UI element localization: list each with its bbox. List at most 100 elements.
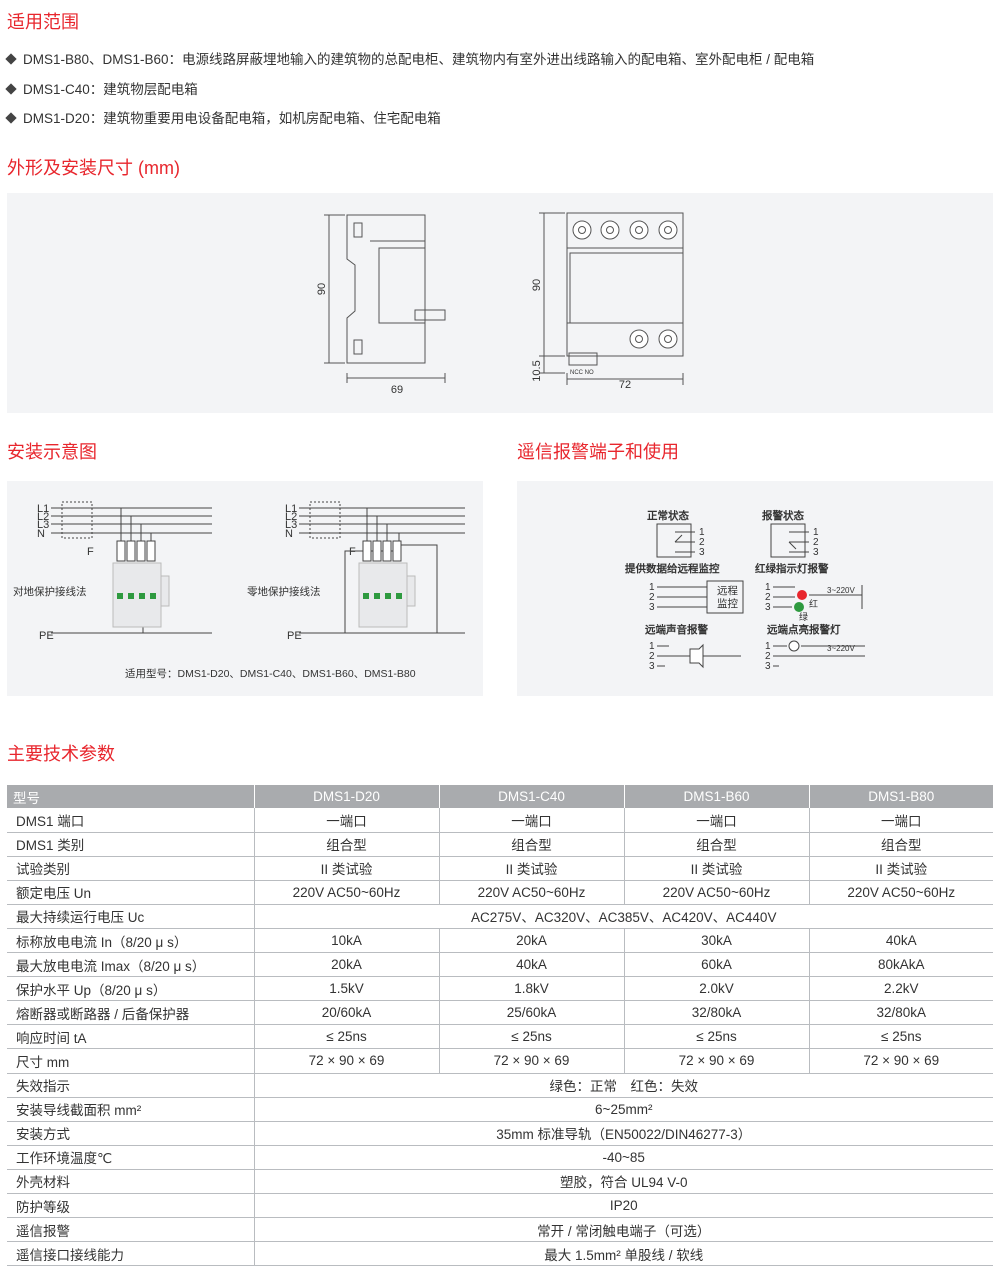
row-label: 失效指示 xyxy=(7,1073,255,1098)
front-width-label: 72 xyxy=(619,379,631,391)
diamond-bullet-icon xyxy=(5,83,17,95)
row-value: 80kAkA xyxy=(809,952,993,978)
row-value: 组合型 xyxy=(254,832,440,857)
header-cell: DMS1-B60 xyxy=(624,785,810,808)
row-value: 32/80kA xyxy=(809,1000,993,1026)
row-label: 保护水平 Up（8/20 μ s） xyxy=(7,976,255,1002)
heading-install: 安装示意图 xyxy=(7,442,97,462)
alarm-lamp-icon xyxy=(788,640,800,652)
header-cell: DMS1-C40 xyxy=(439,785,625,808)
front-height-label: 90 xyxy=(531,279,543,291)
row-value: 6~25mm² xyxy=(254,1097,993,1122)
alarm-state-label: 报警状态 xyxy=(762,509,804,522)
row-value: 绿色：正常 红色：失效 xyxy=(254,1073,993,1098)
diamond-bullet-icon xyxy=(5,53,17,65)
row-value: 1.8kV xyxy=(439,976,625,1002)
row-value: 20kA xyxy=(254,952,440,978)
row-value: 一端口 xyxy=(439,808,625,833)
application-item: DMS1-B80、DMS1-B60：电源线路屏蔽埋地输入的建筑物的总配电柜、建筑… xyxy=(5,48,814,68)
lamp-alarm-label: 红绿指示灯报警 xyxy=(755,562,829,575)
line-label: L2 xyxy=(285,511,297,523)
row-value: 220V AC50~60Hz xyxy=(809,880,993,905)
row-value: 组合型 xyxy=(624,832,810,857)
install-diagram: L1 L2 L3 N L1 L2 L3 N F F PE PE 对地保护接线法 … xyxy=(13,501,465,680)
line-label: L1 xyxy=(285,503,297,515)
voltage-label: 3~220V xyxy=(827,644,855,653)
row-value: 一端口 xyxy=(809,808,993,833)
row-value: 2.0kV xyxy=(624,976,810,1002)
terminal-label: NCC NO xyxy=(570,370,594,376)
header-cell: DMS1-B80 xyxy=(809,785,993,808)
row-label: DMS1 端口 xyxy=(7,808,255,833)
row-value: 塑胶，符合 UL94 V-0 xyxy=(254,1169,993,1195)
application-item: DMS1-C40：建筑物层配电箱 xyxy=(5,78,198,98)
row-value: 220V AC50~60Hz xyxy=(439,880,625,905)
terminal-number: 3 xyxy=(765,661,771,672)
remote-data-label: 提供数据给远程监控 xyxy=(625,562,720,575)
row-value: ≤ 25ns xyxy=(254,1024,440,1050)
right-caption: 零地保护接线法 xyxy=(247,585,321,598)
row-value: 72 × 90 × 69 xyxy=(254,1048,440,1074)
row-label: 防护等级 xyxy=(7,1193,255,1219)
line-label: L3 xyxy=(285,519,297,531)
row-value: 一端口 xyxy=(254,808,440,833)
fuse-label: F xyxy=(87,546,94,558)
row-value: 35mm 标准导轨（EN50022/DIN46277-3） xyxy=(254,1121,993,1146)
row-value: 20kA xyxy=(439,928,625,954)
row-value: IP20 xyxy=(254,1193,993,1219)
row-value: 40kA xyxy=(809,928,993,954)
terminal-number: 1 xyxy=(649,641,655,652)
row-value: 72 × 90 × 69 xyxy=(439,1048,625,1074)
row-value: II 类试验 xyxy=(809,856,993,881)
table-row: 失效指示绿色：正常 红色：失效 xyxy=(7,1073,993,1098)
row-label: 标称放电电流 In（8/20 μ s） xyxy=(7,928,255,954)
row-value: 220V AC50~60Hz xyxy=(624,880,810,905)
light-alarm-label: 远端点亮报警灯 xyxy=(767,623,841,636)
voltage-label: 3~220V xyxy=(827,586,855,595)
side-width-label: 69 xyxy=(391,384,403,396)
terminal-number: 1 xyxy=(649,582,655,593)
terminal-number: 2 xyxy=(649,651,655,662)
table-row: 外壳材料塑胶，符合 UL94 V-0 xyxy=(7,1169,993,1195)
green-label: 绿 xyxy=(799,611,808,622)
row-value: ≤ 25ns xyxy=(809,1024,993,1050)
application-item: DMS1-D20：建筑物重要用电设备配电箱，如机房配电箱、住宅配电箱 xyxy=(5,107,441,127)
row-value: 32/80kA xyxy=(624,1000,810,1026)
row-label: 熔断器或断路器 / 后备保护器 xyxy=(7,1000,255,1026)
row-value: 30kA xyxy=(624,928,810,954)
row-value: 组合型 xyxy=(809,832,993,857)
row-value: 40kA xyxy=(439,952,625,978)
sound-alarm-label: 远端声音报警 xyxy=(645,623,708,636)
remote-diagram-panel: 正常状态 报警状态 提供数据给远程监控 红绿指示灯报警 远端声音报警 远端点亮报… xyxy=(517,481,993,696)
heading-dimensions: 外形及安装尺寸 (mm) xyxy=(7,158,180,178)
remote-box-label: 监控 xyxy=(717,597,738,610)
row-value: 组合型 xyxy=(439,832,625,857)
heading-params: 主要技术参数 xyxy=(7,744,115,764)
row-label: 安装导线截面积 mm² xyxy=(7,1097,255,1122)
row-value: ≤ 25ns xyxy=(624,1024,810,1050)
side-height-label: 90 xyxy=(316,283,328,295)
normal-state-label: 正常状态 xyxy=(647,509,689,522)
line-label: L1 xyxy=(37,503,49,515)
row-label: DMS1 类别 xyxy=(7,832,255,857)
terminal-number: 3 xyxy=(699,547,705,558)
header-cell: DMS1-D20 xyxy=(254,785,440,808)
row-value: 最大 1.5mm² 单股线 / 软线 xyxy=(254,1241,993,1267)
terminal-number: 3 xyxy=(813,547,819,558)
heading-remote: 遥信报警端子和使用 xyxy=(517,442,679,462)
diamond-bullet-icon xyxy=(5,112,17,124)
remote-diagram: 正常状态 报警状态 提供数据给远程监控 红绿指示灯报警 远端声音报警 远端点亮报… xyxy=(625,509,865,672)
install-diagram-panel: L1 L2 L3 N L1 L2 L3 N F F PE PE 对地保护接线法 … xyxy=(7,481,483,696)
front-bottom-label: 10.5 xyxy=(531,360,543,381)
row-label: 响应时间 tA xyxy=(7,1024,255,1050)
red-lamp-icon xyxy=(797,590,807,600)
table-row: 响应时间 tA≤ 25ns≤ 25ns≤ 25ns≤ 25ns xyxy=(7,1024,993,1050)
row-label: 尺寸 mm xyxy=(7,1048,255,1074)
table-header-row: 型号 DMS1-D20 DMS1-C40 DMS1-B60 DMS1-B80 xyxy=(7,785,993,808)
